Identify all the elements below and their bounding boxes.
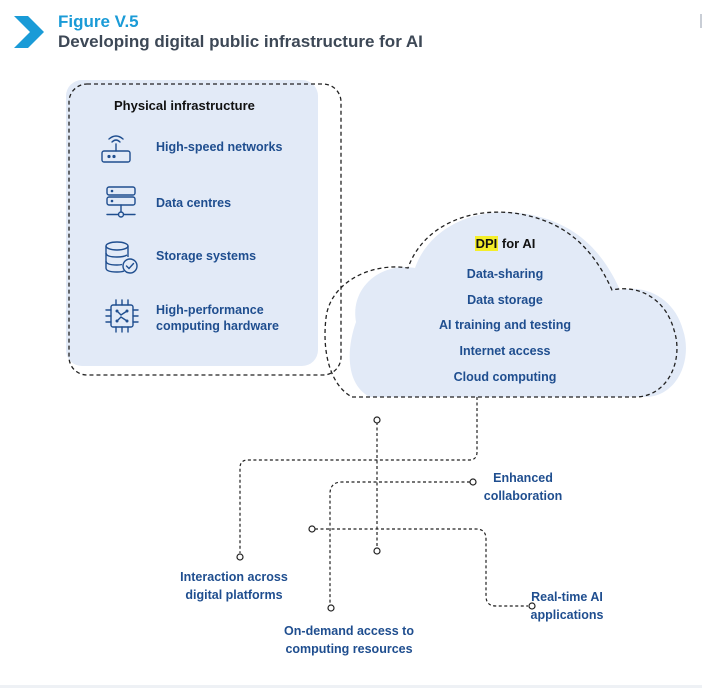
outcome-line: Interaction across <box>180 570 288 584</box>
dpi-item-data-storage: Data storage <box>467 293 543 307</box>
dpi-item-data-sharing: Data-sharing <box>466 267 544 281</box>
outcome-line: collaboration <box>483 489 563 503</box>
connector-node <box>308 525 316 533</box>
dpi-cloud-border <box>324 211 678 398</box>
database-check-icon <box>105 241 138 274</box>
connector-node <box>469 478 477 486</box>
outcome-line: On-demand access to <box>284 624 414 638</box>
connector-node <box>528 602 536 610</box>
connector-node <box>373 547 381 555</box>
outcome-collaboration: Enhanced collaboration <box>438 469 608 505</box>
physical-item-hpc-line1: High-performance <box>156 303 264 317</box>
microchip-icon <box>105 299 139 333</box>
dpi-item-cloud-computing: Cloud computing <box>453 370 557 384</box>
physical-item-hpc-line2: computing hardware <box>156 319 279 333</box>
connector-collaboration <box>329 481 470 604</box>
outcome-line: computing resources <box>285 642 413 656</box>
physical-item-datacentres: Data centres <box>156 196 232 210</box>
outcome-realtime-ai: Real-time AI applications <box>482 588 652 624</box>
page-edge-marker <box>700 14 702 28</box>
physical-item-networks: High-speed networks <box>156 140 283 154</box>
figure-title: Developing digital public infrastructure… <box>58 32 423 51</box>
figure-label: Figure V.5 <box>58 12 139 31</box>
physical-panel-border <box>68 83 342 376</box>
page-footer-strip <box>0 685 702 688</box>
dpi-title-rest: for AI <box>498 236 536 251</box>
outcome-line: applications <box>530 608 604 622</box>
dpi-highlight: DPI <box>474 236 499 251</box>
dpi-title: DPI for AI <box>430 235 580 253</box>
connector-interaction <box>239 397 478 553</box>
dpi-item-ai-training: AI training and testing <box>439 318 571 332</box>
outcome-on-demand: On-demand access to computing resources <box>264 622 434 658</box>
outcome-interaction: Interaction across digital platforms <box>149 568 319 604</box>
physical-item-storage: Storage systems <box>156 249 257 263</box>
connector-node <box>327 604 335 612</box>
chevron-right-icon <box>14 16 44 48</box>
outcome-line: Enhanced <box>493 471 553 485</box>
server-rack-icon <box>106 186 136 218</box>
dpi-cloud-fill <box>349 212 686 397</box>
connector-realtime <box>315 528 528 607</box>
dpi-item-internet-access: Internet access <box>459 344 551 358</box>
connector-node <box>373 416 381 424</box>
outcome-line: digital platforms <box>185 588 283 602</box>
physical-infrastructure-title: Physical infrastructure <box>114 98 255 113</box>
connector-node <box>236 553 244 561</box>
router-icon <box>101 135 131 163</box>
outcome-line: Real-time AI <box>531 590 603 604</box>
